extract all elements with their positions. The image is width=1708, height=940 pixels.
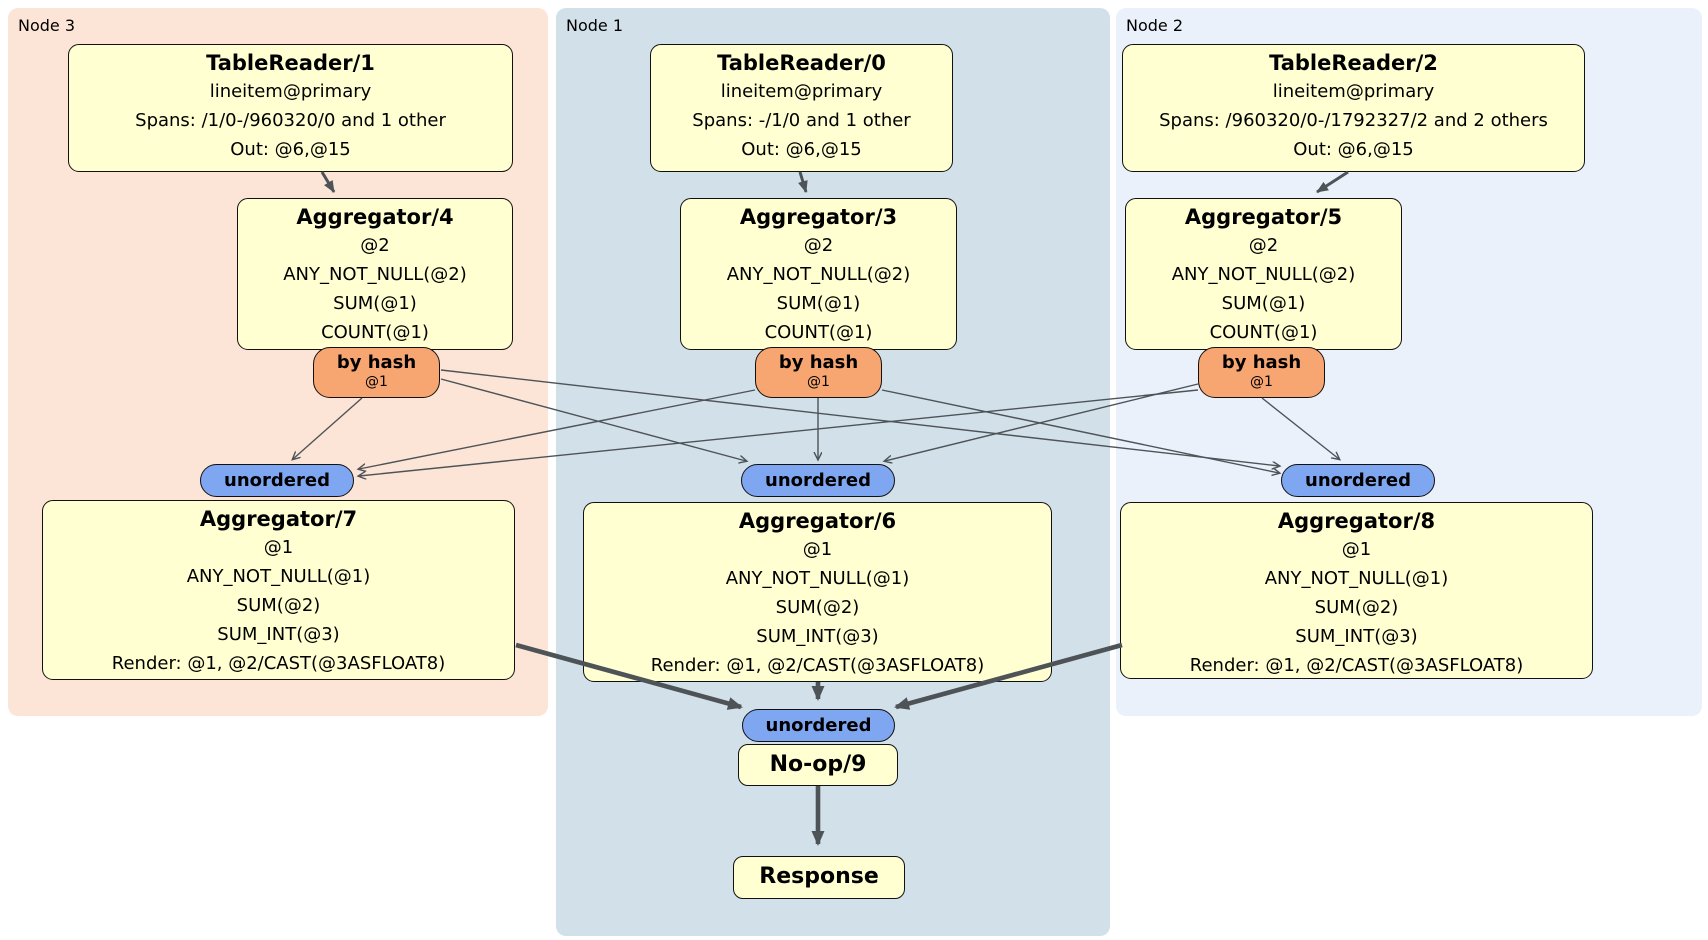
processor-line: SUM_INT(@3): [1295, 626, 1418, 647]
processor-line: @2: [360, 235, 390, 256]
processor-aggregator-6: Aggregator/6 @1 ANY_NOT_NULL(@1) SUM(@2)…: [583, 502, 1052, 682]
processor-line: Out: @6,@15: [741, 139, 862, 160]
processor-line: Render: @1, @2/CAST(@3ASFLOAT8): [650, 655, 985, 676]
processor-line: ANY_NOT_NULL(@2): [726, 264, 911, 285]
stream-label: unordered: [765, 470, 871, 491]
processor-line: SUM(@1): [1221, 293, 1306, 314]
processor-line: @1: [1341, 539, 1372, 560]
processor-line: @2: [1248, 235, 1279, 256]
processor-title: No-op/9: [769, 752, 867, 777]
router-by-hash-3: by hash @1: [755, 347, 882, 398]
processor-line: Out: @6,@15: [1293, 139, 1414, 160]
processor-line: Spans: /1/0-/960320/0 and 1 other: [135, 110, 446, 131]
processor-title: Aggregator/8: [1277, 509, 1436, 533]
router-detail: @1: [365, 374, 388, 390]
processor-line: Out: @6,@15: [230, 139, 351, 160]
response-node: Response: [733, 856, 905, 899]
processor-title: TableReader/0: [717, 51, 886, 75]
processor-title: Aggregator/4: [296, 205, 454, 229]
processor-line: lineitem@primary: [209, 81, 372, 102]
processor-line: @1: [263, 537, 294, 558]
processor-line: COUNT(@1): [764, 322, 873, 343]
processor-line: ANY_NOT_NULL(@1): [725, 568, 910, 589]
router-by-hash-5: by hash @1: [1198, 347, 1325, 398]
processor-aggregator-3: Aggregator/3 @2 ANY_NOT_NULL(@2) SUM(@1)…: [680, 198, 957, 350]
processor-title: Aggregator/7: [199, 507, 358, 531]
processor-line: lineitem@primary: [720, 81, 883, 102]
processor-aggregator-8: Aggregator/8 @1 ANY_NOT_NULL(@1) SUM(@2)…: [1120, 502, 1593, 679]
processor-aggregator-5: Aggregator/5 @2 ANY_NOT_NULL(@2) SUM(@1)…: [1125, 198, 1402, 350]
region-node-2-label: Node 2: [1126, 16, 1184, 35]
region-node-1-label: Node 1: [566, 16, 624, 35]
processor-line: SUM(@2): [775, 597, 860, 618]
stream-unordered-7: unordered: [200, 464, 354, 497]
processor-line: Render: @1, @2/CAST(@3ASFLOAT8): [1189, 655, 1524, 676]
processor-line: Spans: /960320/0-/1792327/2 and 2 others: [1159, 110, 1548, 131]
stream-unordered-8: unordered: [1281, 464, 1435, 497]
router-detail: @1: [807, 374, 830, 390]
processor-title: TableReader/2: [1269, 51, 1438, 75]
processor-line: Render: @1, @2/CAST(@3ASFLOAT8): [111, 653, 446, 674]
processor-line: SUM_INT(@3): [756, 626, 879, 647]
processor-tablereader-0: TableReader/0 lineitem@primary Spans: -/…: [650, 44, 953, 172]
processor-line: COUNT(@1): [321, 322, 429, 343]
processor-line: SUM(@1): [776, 293, 861, 314]
processor-line: ANY_NOT_NULL(@2): [283, 264, 467, 285]
processor-title: TableReader/1: [206, 51, 375, 75]
processor-tablereader-2: TableReader/2 lineitem@primary Spans: /9…: [1122, 44, 1585, 172]
stream-label: unordered: [765, 715, 872, 736]
processor-tablereader-1: TableReader/1 lineitem@primary Spans: /1…: [68, 44, 513, 172]
stream-label: unordered: [224, 470, 330, 491]
processor-line: SUM(@2): [236, 595, 321, 616]
router-by-hash-4: by hash @1: [313, 347, 440, 398]
router-detail: @1: [1250, 374, 1273, 390]
processor-line: ANY_NOT_NULL(@1): [186, 566, 371, 587]
processor-line: ANY_NOT_NULL(@1): [1264, 568, 1449, 589]
processor-title: Aggregator/6: [738, 509, 897, 533]
router-label: by hash: [336, 352, 417, 373]
processor-title: Aggregator/3: [739, 205, 898, 229]
processor-line: SUM_INT(@3): [217, 624, 340, 645]
processor-aggregator-4: Aggregator/4 @2 ANY_NOT_NULL(@2) SUM(@1)…: [237, 198, 513, 350]
router-label: by hash: [778, 352, 859, 373]
region-node-3-label: Node 3: [18, 16, 76, 35]
processor-line: @2: [803, 235, 834, 256]
router-label: by hash: [1221, 352, 1302, 373]
processor-noop-9: No-op/9: [738, 744, 898, 786]
stream-unordered-6: unordered: [741, 464, 895, 497]
processor-line: SUM(@1): [333, 293, 417, 314]
processor-line: @1: [802, 539, 833, 560]
processor-title: Aggregator/5: [1184, 205, 1343, 229]
processor-line: Spans: -/1/0 and 1 other: [692, 110, 911, 131]
processor-line: ANY_NOT_NULL(@2): [1171, 264, 1356, 285]
stream-unordered-9: unordered: [742, 709, 895, 742]
stream-label: unordered: [1305, 470, 1411, 491]
processor-line: COUNT(@1): [1209, 322, 1318, 343]
processor-line: lineitem@primary: [1272, 81, 1435, 102]
processor-line: SUM(@2): [1314, 597, 1399, 618]
processor-title: Response: [759, 864, 879, 889]
processor-aggregator-7: Aggregator/7 @1 ANY_NOT_NULL(@1) SUM(@2)…: [42, 500, 515, 680]
